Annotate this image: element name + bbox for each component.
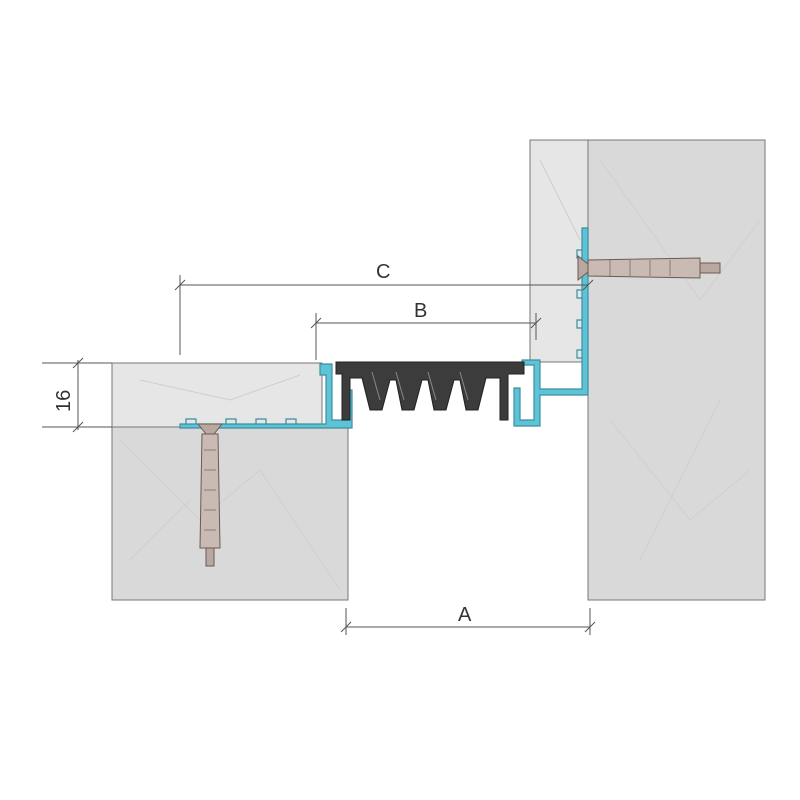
right-profile	[513, 227, 589, 427]
concrete-texture	[119, 159, 761, 591]
rubber-insert	[335, 361, 525, 421]
left-substrate	[111, 426, 349, 601]
dimension-c-label: C	[376, 261, 390, 283]
dimension-a-label: A	[458, 604, 472, 626]
right-anchor-icon	[577, 254, 721, 282]
concrete-blocks	[111, 139, 766, 601]
left-screed	[111, 362, 323, 428]
left-profile	[179, 363, 353, 429]
right-profile-teeth	[576, 249, 582, 359]
right-wall	[587, 139, 766, 601]
rubber-inner-lines	[371, 371, 469, 401]
rubber-bellows	[335, 361, 525, 421]
dimension-lines	[42, 275, 596, 635]
left-profile-teeth	[185, 418, 297, 424]
dimension-thickness-label: 16	[53, 390, 75, 412]
right-cladding	[529, 139, 589, 363]
aluminium-profiles	[179, 227, 589, 429]
left-anchor-icon	[196, 423, 224, 567]
dimension-b-label: B	[414, 300, 427, 322]
